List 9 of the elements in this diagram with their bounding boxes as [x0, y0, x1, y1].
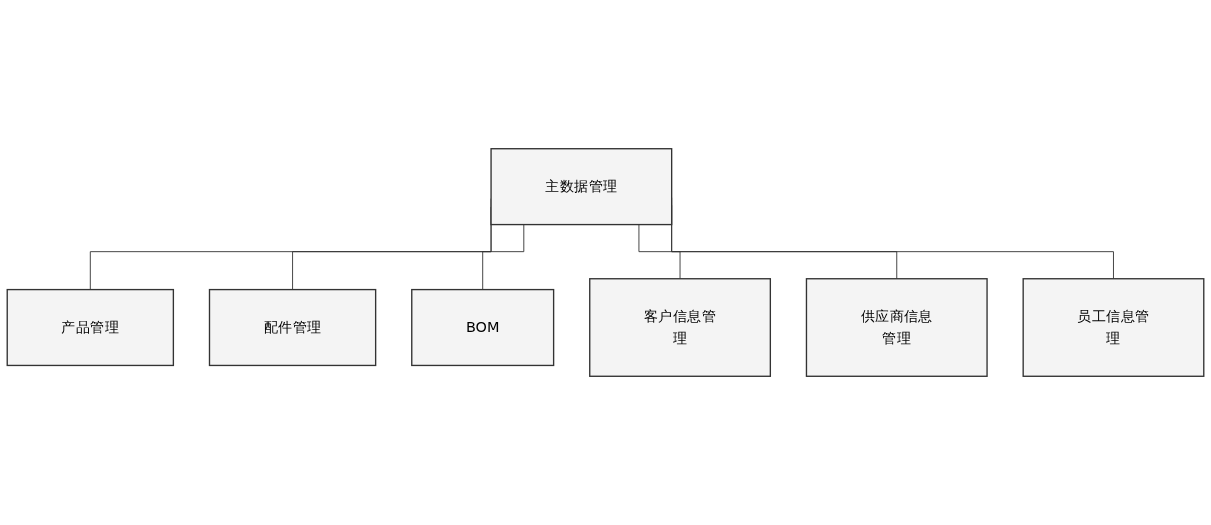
node-box: 员工信息管理: [1022, 278, 1205, 377]
node-box: 配件管理: [208, 288, 377, 367]
node-box: 主数据管理: [490, 148, 673, 226]
node-box: 供应商信息管理: [805, 278, 988, 377]
connector: [638, 224, 681, 280]
connector: [482, 224, 525, 291]
node-box: 客户信息管理: [589, 278, 771, 377]
node-box: 产品管理: [6, 288, 175, 367]
node-box: BOM: [411, 288, 555, 367]
